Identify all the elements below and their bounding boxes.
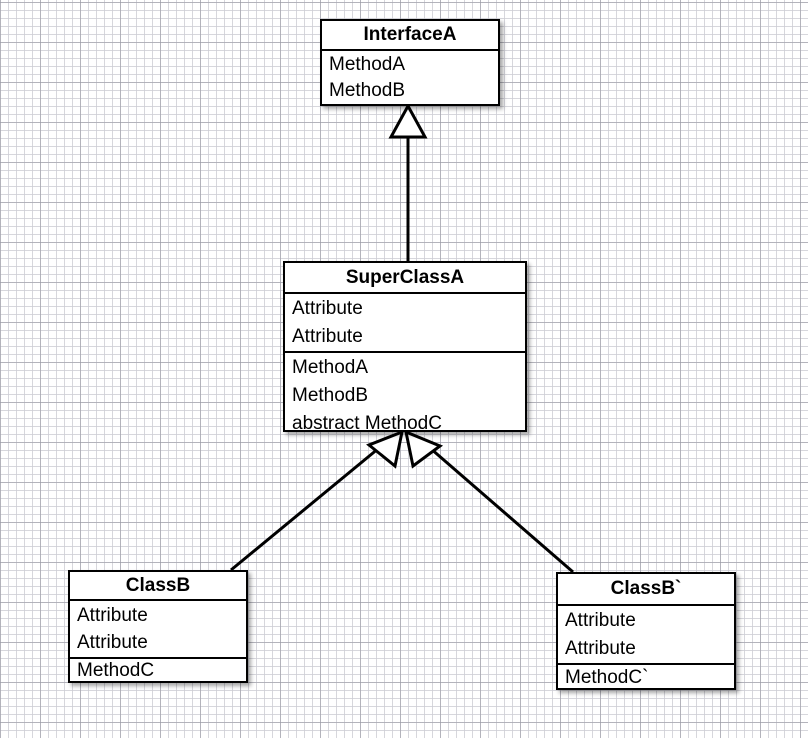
class-title-class-b-prime: ClassB` <box>558 574 734 606</box>
attribute-row: Attribute <box>77 605 148 626</box>
method-compartment-class-b-prime: MethodC` <box>558 663 734 688</box>
class-title-superclass-a: SuperClassA <box>285 263 525 294</box>
attribute-compartment-class-b-prime: Attribute Attribute <box>558 606 734 663</box>
method-compartment-superclass-a: MethodA MethodB abstract MethodC <box>285 351 525 430</box>
attribute-row: Attribute <box>565 610 636 631</box>
attribute-row: Attribute <box>77 632 148 653</box>
attribute-compartment-class-b: Attribute Attribute <box>70 601 246 657</box>
class-title-interface-a: InterfaceA <box>322 21 498 51</box>
uml-class-interface-a[interactable]: InterfaceA MethodA MethodB <box>320 19 500 106</box>
attribute-row: Attribute <box>565 638 636 659</box>
method-row: abstract MethodC <box>292 413 442 430</box>
method-compartment-class-b: MethodC <box>70 657 246 681</box>
attribute-row: Attribute <box>292 326 363 347</box>
generalization-line <box>429 446 574 574</box>
generalization-line <box>230 446 380 572</box>
hollow-triangle-arrowhead <box>388 102 428 139</box>
method-row: MethodA <box>292 357 369 378</box>
method-row: MethodA <box>329 54 406 75</box>
method-row: MethodC` <box>565 667 649 688</box>
attribute-row: Attribute <box>292 298 363 319</box>
uml-class-superclass-a[interactable]: SuperClassA Attribute Attribute MethodA … <box>283 261 527 432</box>
method-row: MethodB <box>329 80 406 101</box>
hollow-triangle-arrowhead <box>366 429 405 469</box>
generalization-classbprime-to-superclassa <box>403 429 574 574</box>
method-row: MethodC <box>77 660 155 681</box>
uml-class-class-b[interactable]: ClassB Attribute Attribute MethodC <box>68 570 248 683</box>
class-title-class-b: ClassB <box>70 572 246 601</box>
generalization-superclassa-to-interfacea <box>388 102 428 261</box>
generalization-classb-to-superclassa <box>230 429 405 572</box>
attribute-compartment-superclass-a: Attribute Attribute <box>285 294 525 351</box>
hollow-triangle-arrowhead <box>403 429 444 469</box>
method-compartment-interface-a: MethodA MethodB <box>322 51 498 104</box>
uml-class-class-b-prime[interactable]: ClassB` Attribute Attribute MethodC` <box>556 572 736 690</box>
method-row: MethodB <box>292 385 369 406</box>
